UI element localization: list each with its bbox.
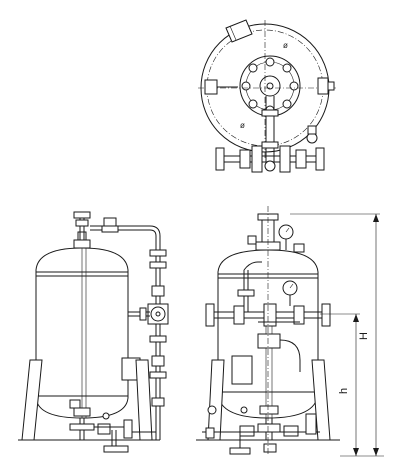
svg-text:ø: ø xyxy=(283,41,288,50)
top-nozzle-right xyxy=(247,213,305,253)
dimension-lines: H h xyxy=(290,213,384,457)
legs-left xyxy=(18,359,160,441)
top-air-piping xyxy=(73,211,161,250)
height-label-H: H xyxy=(358,332,370,340)
svg-text:ø: ø xyxy=(240,121,245,130)
right-pipe-stack xyxy=(128,249,169,440)
bottom-manifold xyxy=(215,145,325,173)
top-nozzle xyxy=(225,19,253,43)
height-label-h: h xyxy=(338,388,350,394)
front-view-right xyxy=(196,206,340,456)
gauge-box-right xyxy=(231,355,253,385)
bottom-piping-right xyxy=(202,405,320,455)
front-view-left xyxy=(18,211,169,453)
top-view: ø ø xyxy=(198,19,338,173)
bottom-piping-left xyxy=(69,399,156,453)
